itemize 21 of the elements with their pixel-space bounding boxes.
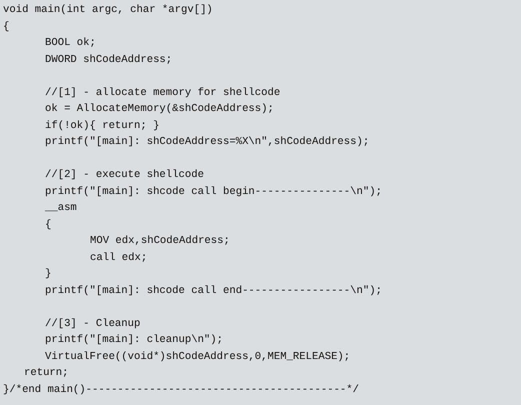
code-line: printf("[main]: shcode call begin---------------\n"); [45, 184, 382, 198]
code-line: void main(int argc, char *argv[]) [3, 3, 213, 17]
code-line: printf("[main]: shcode call end-----------------\n"); [45, 284, 382, 298]
code-line: DWORD shCodeAddress; [45, 52, 172, 66]
code-line: { [45, 218, 52, 232]
code-line: ok = AllocateMemory(&shCodeAddress); [45, 102, 274, 116]
code-line: //[2] - execute shellcode [45, 168, 204, 182]
code-line: printf("[main]: shCodeAddress=%X\n",shCodeAddress); [45, 135, 370, 149]
code-line: //[1] - allocate memory for shellcode [45, 86, 280, 100]
code-line: printf("[main]: cleanup\n"); [45, 333, 224, 347]
code-line: call edx; [90, 250, 148, 264]
code-line: //[3] - Cleanup [45, 316, 140, 330]
code-line: } [45, 267, 52, 281]
code-line: BOOL ok; [45, 36, 96, 50]
code-line: }/*end main()-----------------------------------------*/ [3, 382, 360, 396]
code-line: return; [24, 366, 69, 380]
code-line: __asm [45, 201, 77, 215]
code-line: { [3, 20, 10, 34]
code-line: VirtualFree((void*)shCodeAddress,0,MEM_RELEASE); [45, 350, 350, 364]
code-line: MOV edx,shCodeAddress; [90, 234, 230, 248]
code-line: if(!ok){ return; } [45, 118, 160, 132]
